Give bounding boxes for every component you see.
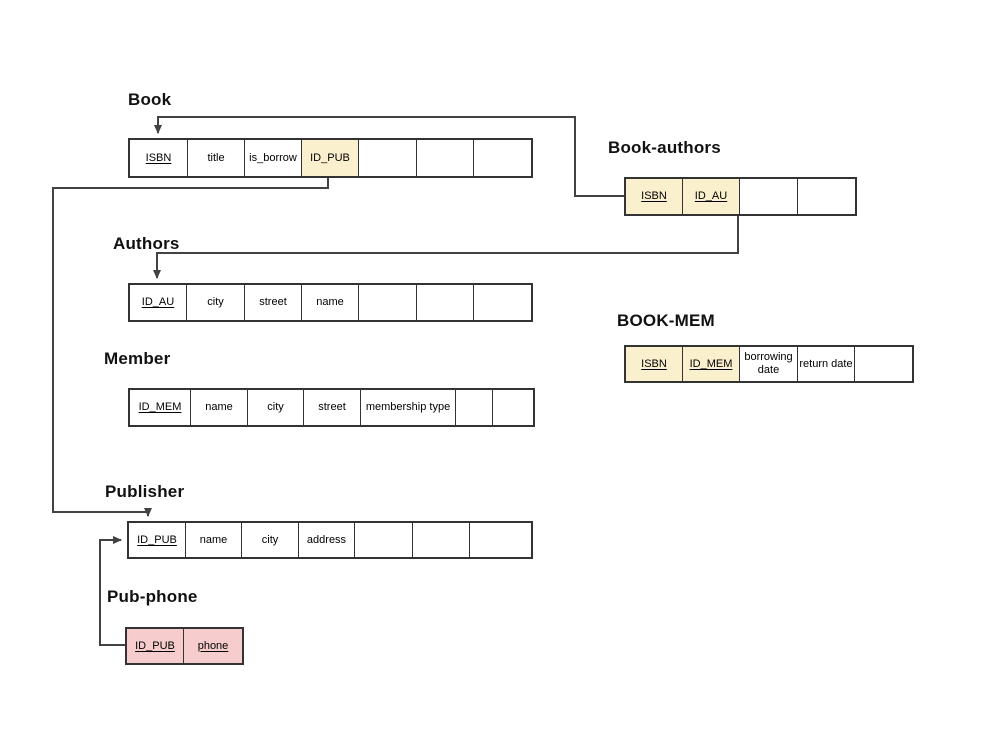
table-title-authors: Authors <box>113 234 180 253</box>
cell-label: ID_MEM <box>138 401 182 414</box>
table-book: ISBN title is_borrow ID_PUB <box>128 138 533 178</box>
cell-label: title <box>207 151 225 164</box>
cell-book-is_borrow: is_borrow <box>245 140 302 176</box>
cell-authors-empty-6 <box>474 285 531 320</box>
cell-label: is_borrow <box>249 151 297 164</box>
cell-label: city <box>207 296 224 309</box>
cell-book-mem-empty-4 <box>855 347 912 381</box>
cell-book-title: title <box>188 140 245 176</box>
table-book-mem: ISBN ID_MEM borrowing date return date <box>624 345 914 383</box>
cell-member-name: name <box>191 390 248 425</box>
cell-label: address <box>306 533 347 546</box>
cell-authors-id_au: ID_AU <box>130 285 187 320</box>
cell-publisher-empty-4 <box>355 523 413 557</box>
cell-member-street: street <box>304 390 361 425</box>
cell-book-mem-id_mem: ID_MEM <box>683 347 740 381</box>
cell-publisher-city: city <box>242 523 299 557</box>
cell-label: ISBN <box>641 357 667 370</box>
cell-label: borrowing date <box>744 351 793 376</box>
cell-member-id_mem: ID_MEM <box>130 390 191 425</box>
cell-publisher-address: address <box>299 523 355 557</box>
cell-label: ID_AU <box>694 190 728 203</box>
cell-publisher-name: name <box>186 523 242 557</box>
cell-book-authors-id_au: ID_AU <box>683 179 740 214</box>
cell-label: street <box>259 296 287 309</box>
table-authors: ID_AU city street name <box>128 283 533 322</box>
cell-book-empty-5 <box>417 140 474 176</box>
cell-authors-city: city <box>187 285 245 320</box>
cell-book-mem-return-date: return date <box>798 347 855 381</box>
cell-authors-empty-5 <box>417 285 474 320</box>
cell-authors-street: street <box>245 285 302 320</box>
cell-label: city <box>267 401 284 414</box>
cell-book-authors-isbn: ISBN <box>626 179 683 214</box>
cell-publisher-empty-6 <box>470 523 531 557</box>
cell-book-authors-empty-3 <box>798 179 855 214</box>
connector-book-authors-id-au-to-authors-id-au <box>153 216 739 279</box>
cell-label: ISBN <box>145 151 172 164</box>
table-title-book-mem: BOOK-MEM <box>617 311 715 330</box>
cell-member-city: city <box>248 390 304 425</box>
cell-member-empty-6 <box>493 390 533 425</box>
cell-member-membership-type: membership type <box>361 390 456 425</box>
cell-pub-phone-id_pub: ID_PUB <box>127 629 184 663</box>
cell-book-mem-borrowing-date: borrowing date <box>740 347 798 381</box>
cell-label: ID_AU <box>141 296 175 309</box>
cell-label: name <box>199 533 228 546</box>
table-member: ID_MEM name city street membership type <box>128 388 535 427</box>
cell-publisher-id_pub: ID_PUB <box>129 523 186 557</box>
cell-label: name <box>205 401 233 414</box>
table-title-member: Member <box>104 349 171 368</box>
cell-book-empty-4 <box>359 140 417 176</box>
connector-book-id-pub-to-publisher-id-pub <box>52 178 329 517</box>
cell-book-mem-isbn: ISBN <box>626 347 683 381</box>
cell-publisher-empty-5 <box>413 523 470 557</box>
cell-label: street <box>318 401 346 414</box>
table-book-authors: ISBN ID_AU <box>624 177 857 216</box>
cell-book-authors-empty-2 <box>740 179 798 214</box>
table-title-book-authors: Book-authors <box>608 138 721 157</box>
cell-book-empty-6 <box>474 140 531 176</box>
cell-label: ID_PUB <box>310 151 350 164</box>
table-title-book: Book <box>128 90 172 109</box>
cell-label: ISBN <box>641 190 667 203</box>
cell-label: phone <box>197 639 229 652</box>
cell-pub-phone-phone: phone <box>184 629 242 663</box>
cell-label: name <box>316 296 344 309</box>
table-title-pub-phone: Pub-phone <box>107 587 198 606</box>
cell-label: membership type <box>365 401 451 414</box>
cell-label: ID_MEM <box>689 357 733 370</box>
cell-book-id_pub: ID_PUB <box>302 140 359 176</box>
cell-book-isbn: ISBN <box>130 140 188 176</box>
cell-authors-empty-4 <box>359 285 417 320</box>
cell-member-empty-5 <box>456 390 493 425</box>
cell-label: ID_PUB <box>135 639 175 652</box>
cell-label: ID_PUB <box>137 533 177 546</box>
cell-label: return date <box>799 357 853 370</box>
table-pub-phone: ID_PUB phone <box>125 627 244 665</box>
table-publisher: ID_PUB name city address <box>127 521 533 559</box>
table-title-publisher: Publisher <box>105 482 185 501</box>
cell-authors-name: name <box>302 285 359 320</box>
cell-label: city <box>261 533 279 546</box>
